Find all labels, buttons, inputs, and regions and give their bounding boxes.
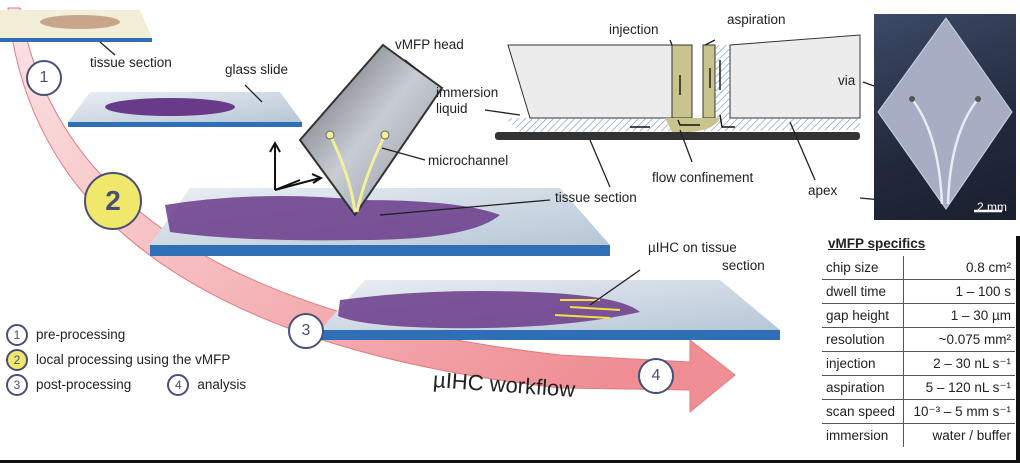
spec-value: 1 – 30 µm: [903, 303, 1015, 328]
spec-name: dwell time: [822, 279, 904, 304]
spec-name: resolution: [822, 327, 904, 352]
label-via: via: [838, 73, 856, 88]
bottom-border: [0, 460, 1020, 463]
label-flow-confinement: flow confinement: [652, 170, 754, 185]
cross-section: [404, 34, 861, 188]
spec-name: scan speed: [822, 399, 904, 424]
slide-1: [0, 10, 152, 42]
spec-name: gap height: [822, 303, 904, 328]
spec-value: 1 – 100 s: [903, 279, 1015, 304]
label-tissue-section-mid: tissue section: [555, 190, 637, 205]
slide-2: [68, 92, 302, 127]
spec-name: injection: [822, 351, 904, 376]
label-uihc-2: section: [722, 258, 765, 273]
label-glass-slide: glass slide: [225, 62, 289, 77]
label-uihc-1: µIHC on tissue: [648, 240, 737, 255]
spec-name: immersion: [826, 428, 889, 443]
spec-name: aspiration: [822, 375, 904, 400]
chip-photo: 2 mm: [874, 14, 1016, 220]
label-immersion-2: liquid: [436, 101, 468, 116]
label-apex: apex: [808, 183, 838, 198]
spec-row: resolution~0.075 mm²: [822, 327, 1015, 352]
spec-value: ~0.075 mm²: [903, 327, 1015, 352]
vmfp-head: [298, 43, 444, 217]
specs-title: vMFP specifics: [828, 236, 926, 251]
step-3-marker: 3: [288, 313, 324, 349]
axes-icon: [269, 140, 324, 191]
step-1-marker: 1: [26, 60, 62, 96]
slide-4: [320, 280, 780, 340]
step-2-marker: 2: [84, 172, 142, 230]
spec-value: 0.8 cm²: [903, 256, 1015, 280]
spec-value: 2 – 30 nL s⁻¹: [903, 351, 1015, 376]
step-4-marker: 4: [638, 358, 674, 394]
label-aspiration: aspiration: [727, 12, 786, 27]
label-microchannel: microchannel: [428, 153, 509, 168]
label-injection: injection: [609, 22, 659, 37]
spec-value: 5 – 120 nL s⁻¹: [903, 375, 1015, 400]
scale-bar-label: 2 mm: [977, 200, 1007, 214]
spec-name: chip size: [822, 256, 904, 280]
label-immersion-1: immersion: [436, 85, 499, 100]
right-border: [1016, 236, 1020, 463]
label-vmfp-head: vMFP head: [395, 37, 464, 52]
spec-value: 10⁻³ – 5 mm s⁻¹: [903, 399, 1015, 424]
spec-value: water / buffer: [903, 423, 1015, 447]
slide-3: [150, 188, 610, 256]
spec-row: immersion water / buffer: [822, 423, 1015, 447]
label-tissue-section-top: tissue section: [90, 55, 172, 70]
